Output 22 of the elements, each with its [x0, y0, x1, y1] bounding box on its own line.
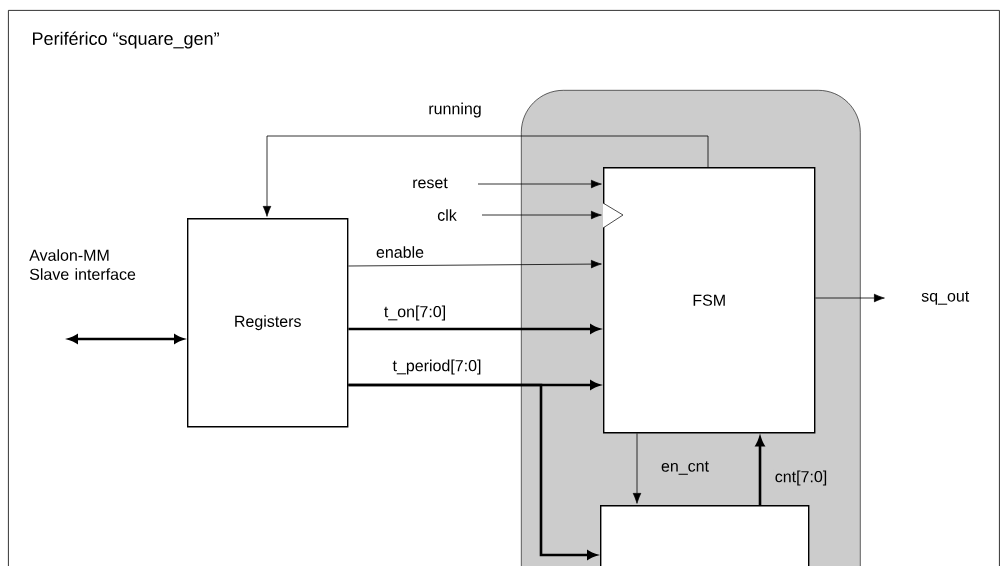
bus-arrow: [755, 436, 765, 505]
fsm-box: FSM: [603, 167, 816, 434]
registers-box: Registers: [187, 218, 349, 428]
edge-label: clk: [436, 208, 458, 222]
edge-label: en_cnt: [660, 460, 711, 476]
bus-arrow: [68, 334, 184, 344]
signal-arrow: [477, 179, 602, 189]
bus-arrow: [348, 324, 600, 334]
edge-label: t_on[7:0]: [382, 304, 448, 322]
edge-label: sq_out: [920, 290, 971, 306]
signal-arrow: [632, 433, 642, 504]
edge-label: running: [427, 101, 483, 119]
edge-label: Avalon-MM Slave interface: [28, 248, 146, 281]
signal-arrow: [815, 293, 885, 303]
signal-arrow: [348, 259, 602, 269]
edge-label: enable: [375, 245, 426, 259]
edge-label: reset: [411, 176, 449, 190]
counter-box: [600, 505, 810, 566]
bus-arrow: [348, 383, 597, 560]
signal-arrow: [262, 135, 709, 217]
signal-arrow: [481, 210, 602, 220]
edge-label: t_period[7:0]: [391, 358, 483, 376]
